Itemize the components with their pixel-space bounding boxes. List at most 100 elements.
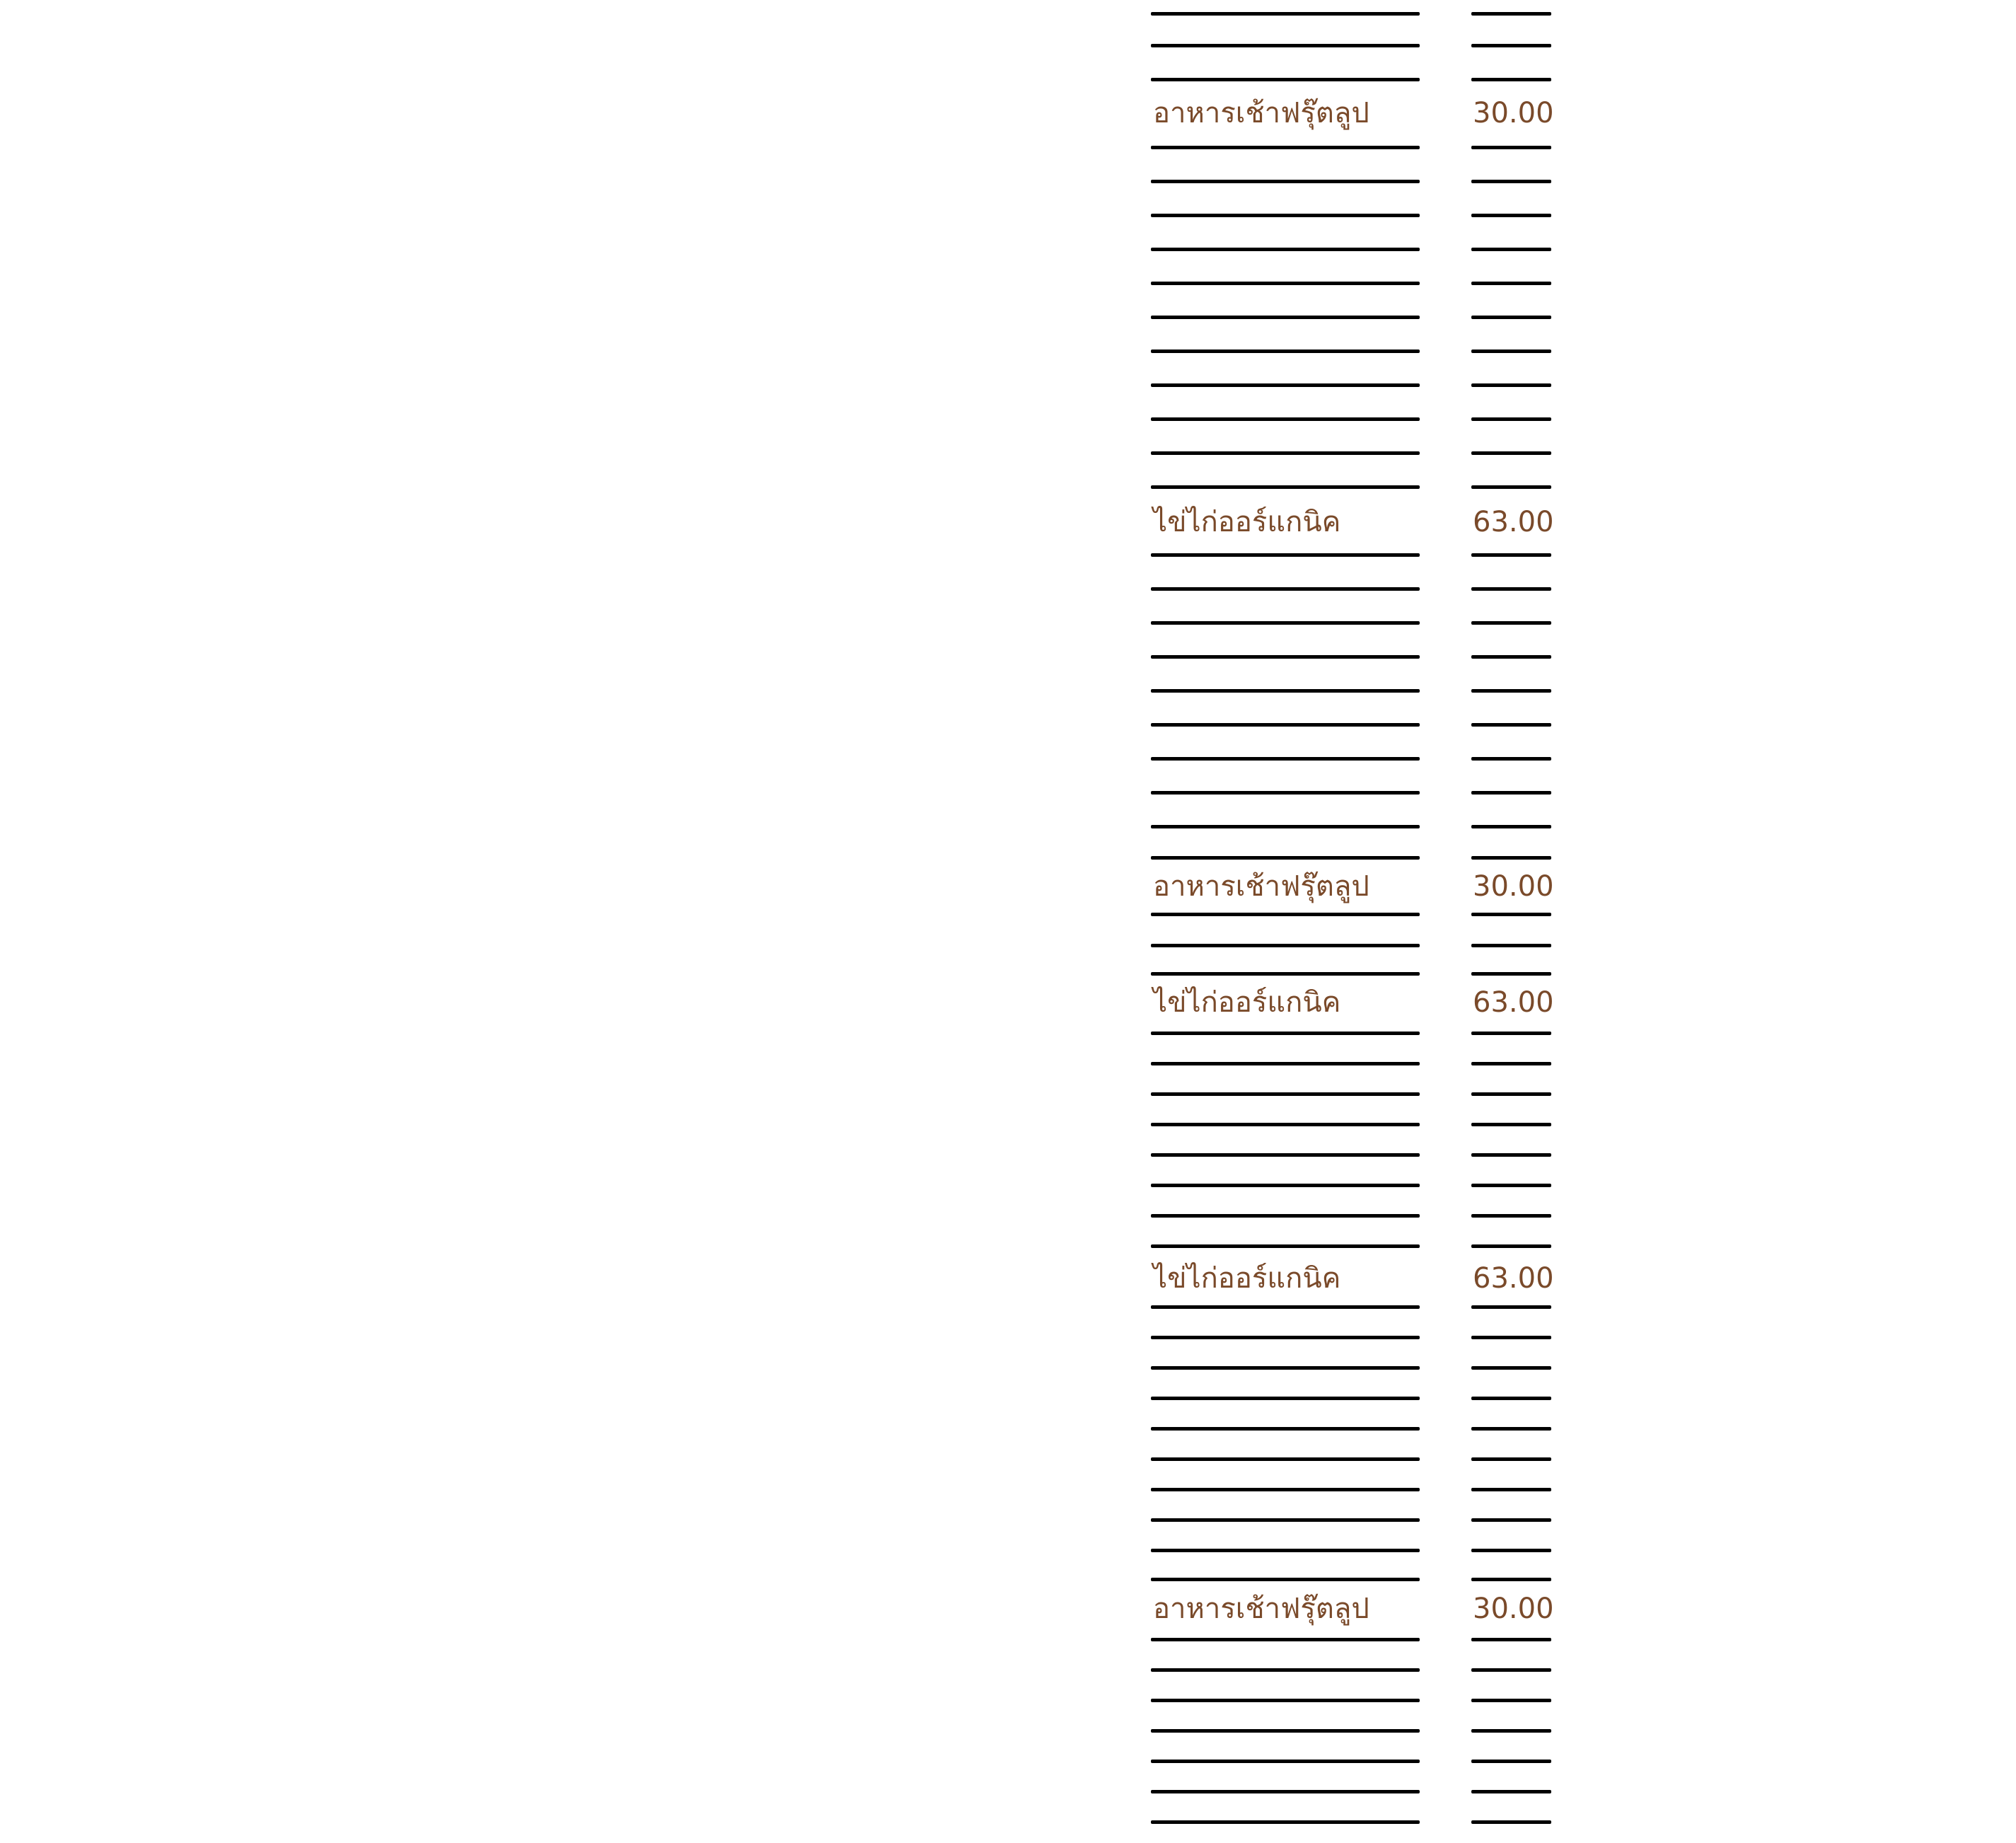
ruled-line [1151, 1336, 1420, 1339]
ruled-line [1471, 1214, 1551, 1218]
ruled-line [1471, 1699, 1551, 1702]
ruled-line [1151, 146, 1420, 149]
ruled-line [1151, 972, 1420, 976]
ruled-line [1471, 1457, 1551, 1461]
ruled-line [1471, 383, 1551, 387]
ruled-line [1151, 282, 1420, 285]
ruled-line [1471, 587, 1551, 591]
ruled-line [1471, 1549, 1551, 1552]
ruled-line [1151, 1092, 1420, 1096]
ruled-line [1471, 248, 1551, 251]
ruled-line [1151, 1729, 1420, 1733]
item-name: ไข่ไก่ออร์แกนิค [1153, 1262, 1341, 1295]
ruled-line [1151, 1518, 1420, 1522]
ruled-line [1471, 1427, 1551, 1431]
ruled-line [1471, 1668, 1551, 1672]
ruled-line [1151, 944, 1420, 947]
ruled-line [1471, 316, 1551, 319]
ruled-line [1151, 621, 1420, 625]
ruled-line [1471, 1820, 1551, 1824]
ruled-line [1151, 1153, 1420, 1157]
ruled-line [1471, 1729, 1551, 1733]
ruled-line [1151, 1578, 1420, 1581]
ruled-line [1471, 78, 1551, 81]
ruled-line [1151, 1457, 1420, 1461]
ruled-line [1471, 214, 1551, 217]
ruled-line [1151, 825, 1420, 828]
ruled-line [1471, 1123, 1551, 1126]
item-name: อาหารเช้าฟรุ๊ตลูป [1153, 870, 1369, 903]
ruled-line [1151, 1820, 1420, 1824]
ruled-line [1151, 655, 1420, 659]
ruled-line [1471, 1092, 1551, 1096]
item-name: ไข่ไก่ออร์แกนิค [1153, 986, 1341, 1019]
ruled-line [1151, 180, 1420, 183]
ruled-line [1471, 856, 1551, 860]
ruled-line [1471, 12, 1551, 16]
ruled-line [1471, 1638, 1551, 1641]
ruled-line [1151, 12, 1420, 16]
ruled-line [1151, 1488, 1420, 1491]
ruled-line [1151, 791, 1420, 795]
ruled-line [1471, 1153, 1551, 1157]
item-price: 30.00 [1473, 1593, 1554, 1625]
ruled-line [1471, 791, 1551, 795]
ruled-line [1151, 1760, 1420, 1763]
ruled-line [1471, 1518, 1551, 1522]
ruled-line [1151, 1305, 1420, 1309]
ruled-line [1471, 723, 1551, 727]
ruled-line [1151, 1427, 1420, 1431]
ruled-line [1471, 485, 1551, 489]
ruled-line [1151, 1214, 1420, 1218]
ruled-line [1151, 856, 1420, 860]
ruled-line [1471, 689, 1551, 693]
ruled-line [1151, 1638, 1420, 1641]
ruled-line [1471, 972, 1551, 976]
ruled-line [1471, 655, 1551, 659]
ruled-line [1471, 146, 1551, 149]
ruled-line [1151, 1790, 1420, 1793]
ruled-line [1151, 451, 1420, 455]
item-price: 63.00 [1473, 1262, 1554, 1295]
ruled-line [1471, 913, 1551, 916]
ruled-line [1151, 1699, 1420, 1702]
ruled-line [1471, 757, 1551, 761]
ruled-line [1471, 451, 1551, 455]
ruled-line [1151, 485, 1420, 489]
ruled-line [1471, 825, 1551, 828]
ruled-line [1471, 417, 1551, 421]
ruled-line [1471, 1244, 1551, 1248]
item-name: อาหารเช้าฟรุ๊ตลูป [1153, 97, 1369, 129]
ruled-line [1151, 1032, 1420, 1035]
ruled-line [1471, 1578, 1551, 1581]
ruled-line [1471, 1397, 1551, 1400]
item-price: 30.00 [1473, 97, 1554, 129]
ruled-line [1151, 78, 1420, 81]
ruled-line [1151, 1549, 1420, 1552]
item-price: 63.00 [1473, 986, 1554, 1019]
ruled-line [1471, 180, 1551, 183]
ruled-line [1151, 1123, 1420, 1126]
ruled-line [1151, 417, 1420, 421]
ruled-line [1471, 1032, 1551, 1035]
ruled-line [1471, 621, 1551, 625]
ruled-line [1151, 689, 1420, 693]
ruled-line [1471, 1305, 1551, 1309]
ruled-line [1471, 349, 1551, 353]
ruled-line [1471, 1488, 1551, 1491]
ruled-line [1151, 1184, 1420, 1187]
ruled-line [1151, 248, 1420, 251]
ruled-line [1151, 723, 1420, 727]
ruled-line [1151, 1244, 1420, 1248]
ruled-line [1471, 44, 1551, 47]
ruled-line [1151, 316, 1420, 319]
ruled-line [1471, 1184, 1551, 1187]
ruled-line [1471, 1760, 1551, 1763]
ruled-line [1471, 282, 1551, 285]
ruled-line [1471, 553, 1551, 557]
ruled-line [1471, 1336, 1551, 1339]
ruled-line [1471, 944, 1551, 947]
ruled-line [1151, 553, 1420, 557]
item-name: อาหารเช้าฟรุ๊ตลูป [1153, 1593, 1369, 1625]
